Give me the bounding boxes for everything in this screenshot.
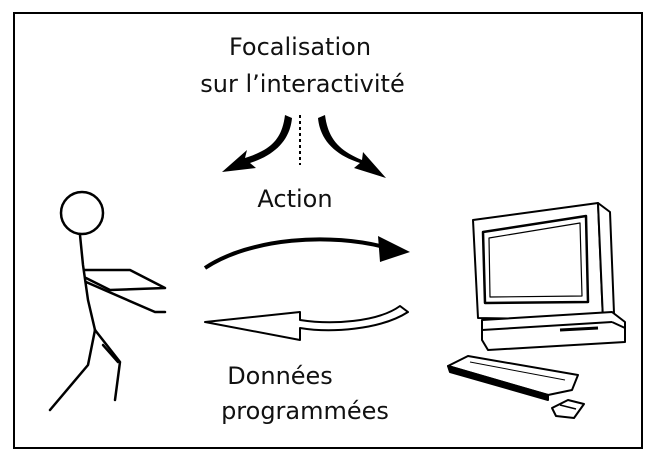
focus-title-line-2: sur l’interactivité xyxy=(200,70,405,98)
data-label-line-1: Données xyxy=(227,362,333,390)
data-return-arrow xyxy=(204,305,409,341)
action-arrow xyxy=(203,236,410,270)
focus-arrow-right xyxy=(318,115,386,178)
data-label-line-2: programmées xyxy=(221,397,389,425)
stick-figure-icon xyxy=(48,190,167,412)
focus-title-line-1: Focalisation xyxy=(228,33,372,61)
action-label: Action xyxy=(257,185,333,213)
desktop-computer-icon xyxy=(447,202,626,419)
focus-arrow-left xyxy=(222,115,292,172)
